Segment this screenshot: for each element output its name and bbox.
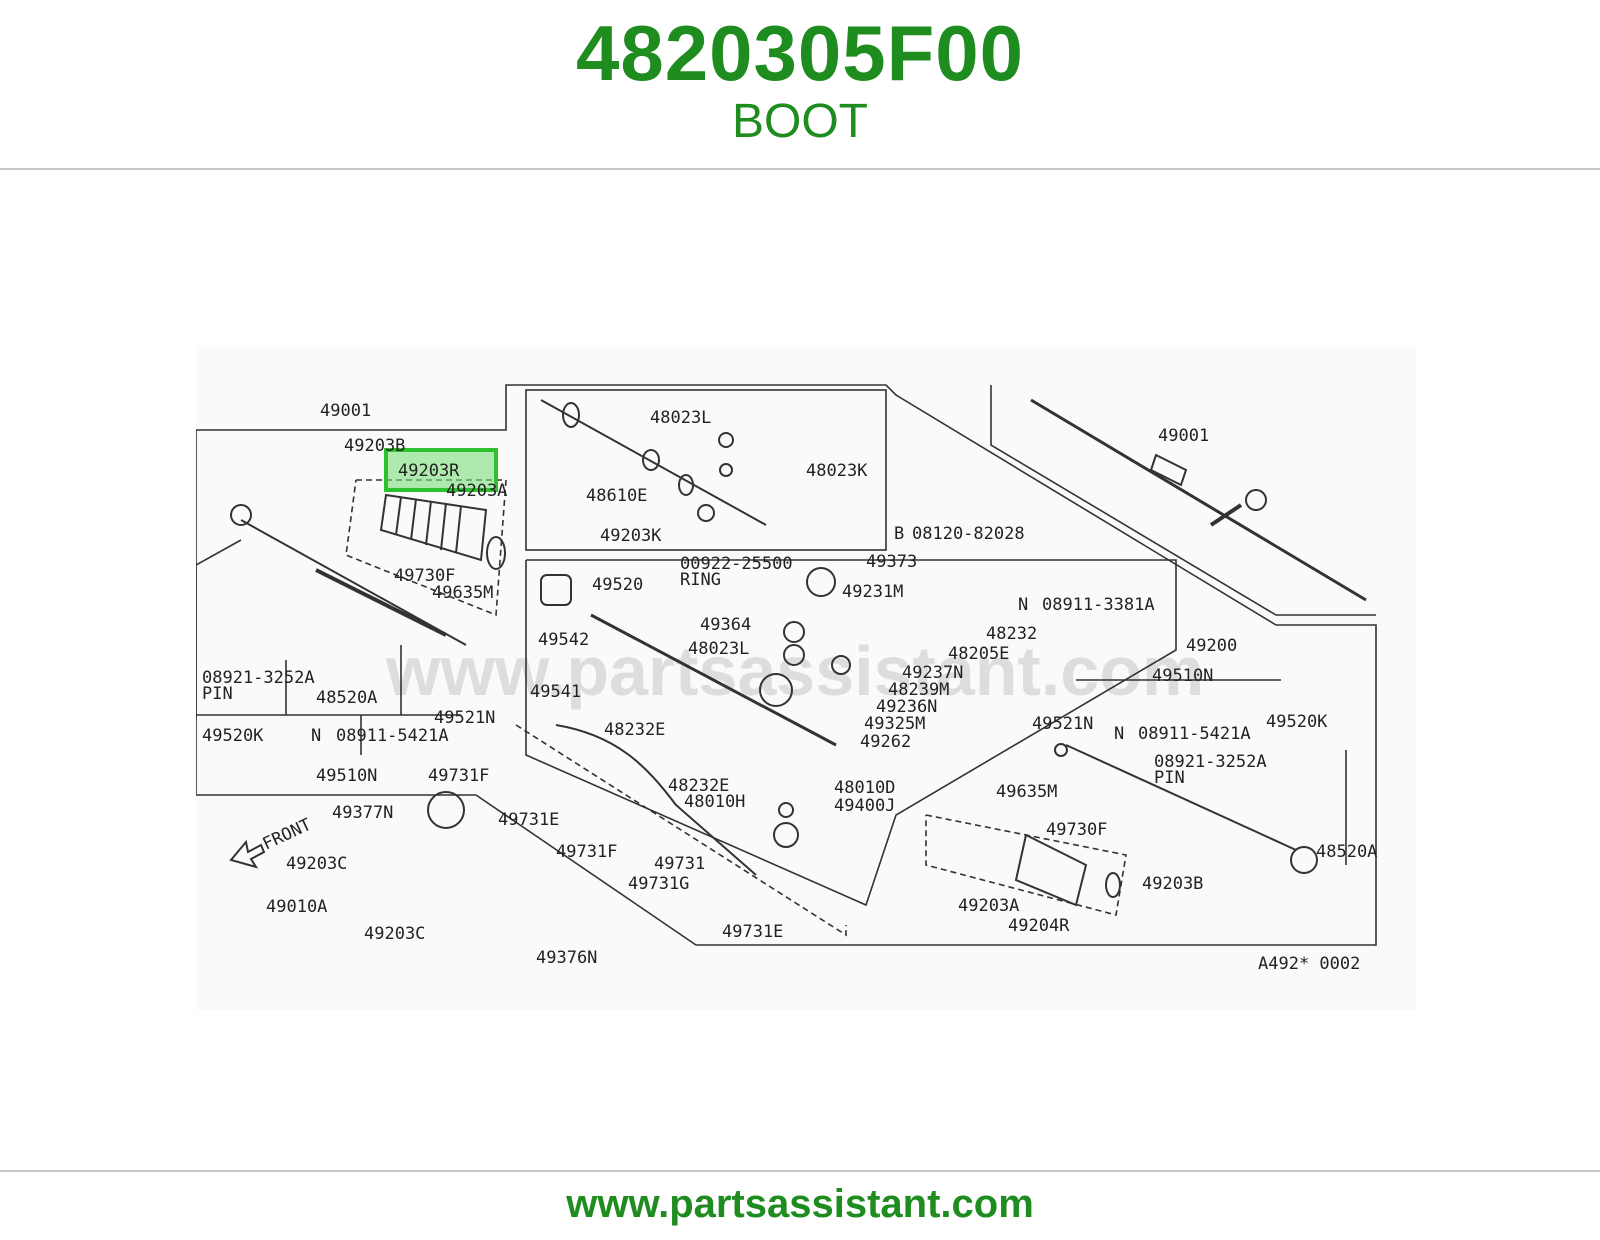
callout-label[interactable]: 49520K xyxy=(1266,712,1328,732)
callout-label[interactable]: 48520A xyxy=(316,688,377,708)
callout-label[interactable]: 49231M xyxy=(842,582,903,602)
callout-label[interactable]: 49510N xyxy=(1152,666,1213,686)
callout-label[interactable]: 49400J xyxy=(834,796,895,816)
callout-label[interactable]: 49237N xyxy=(902,663,963,683)
inset-detail-box xyxy=(525,389,887,551)
callout-label[interactable]: 48239M xyxy=(888,680,949,700)
callout-label[interactable]: 49001 xyxy=(1158,426,1209,446)
callout-label[interactable]: 49731 xyxy=(654,854,705,874)
callout-label[interactable]: 48023K xyxy=(806,461,868,481)
callout-label[interactable]: 49730F xyxy=(1046,820,1107,840)
left-boot xyxy=(379,493,506,570)
watermark-text: www.partsassistant.com xyxy=(385,632,1204,710)
callout-label[interactable]: 49520K xyxy=(202,726,264,746)
callout-label[interactable]: 48520A xyxy=(1316,842,1377,862)
part-number-title: 4820305F00 xyxy=(575,9,1025,97)
page-header: 4820305F00 BOOT xyxy=(0,0,1600,170)
callout-label[interactable]: 49203A xyxy=(446,481,507,501)
callout-label[interactable]: 49510N xyxy=(316,766,377,786)
callout-label[interactable]: 08911-3381A xyxy=(1042,595,1155,615)
callout-label[interactable]: 49520 xyxy=(592,575,643,595)
diagram-code: A492* 0002 xyxy=(1258,954,1360,974)
callout-label: PIN xyxy=(1154,768,1185,788)
callout-label[interactable]: 49262 xyxy=(860,732,911,752)
callout-label[interactable]: 49731E xyxy=(722,922,783,942)
callout-label: N xyxy=(1018,595,1028,615)
callout-label[interactable]: 49236N xyxy=(876,697,937,717)
callout-label[interactable]: 08921-3252A xyxy=(1154,752,1267,772)
callout-label[interactable]: 49376N xyxy=(536,948,597,968)
callout-label: B xyxy=(894,524,904,544)
callout-label: PIN xyxy=(202,684,233,704)
callout-labels: 49001 49203B 49203R 49203A 49730F 49635M… xyxy=(202,401,1377,974)
parts-diagram: www.partsassistant.com xyxy=(195,345,1416,1010)
callout-label: RING xyxy=(680,570,721,590)
callout-label[interactable]: 48010H xyxy=(684,792,745,812)
callout-label[interactable]: 00922-25500 xyxy=(680,554,793,574)
callout-label[interactable]: 49377N xyxy=(332,803,393,823)
callout-label[interactable]: 48010D xyxy=(834,778,895,798)
callout-label[interactable]: 49200 xyxy=(1186,636,1237,656)
right-boot-subframe xyxy=(925,814,1127,916)
header-divider xyxy=(0,168,1600,170)
callout-label[interactable]: 49001 xyxy=(320,401,371,421)
part-name-subtitle: BOOT xyxy=(731,95,868,148)
callout-label[interactable]: 08120-82028 xyxy=(912,524,1025,544)
callout-label: N xyxy=(311,726,321,746)
right-tie-rod-assembly xyxy=(1014,743,1318,907)
callout-label[interactable]: 49731E xyxy=(498,810,559,830)
callout-label[interactable]: 48610E xyxy=(586,486,647,506)
callout-label[interactable]: 49635M xyxy=(432,583,493,603)
parts-diagram-svg: www.partsassistant.com xyxy=(195,384,1377,974)
callout-label[interactable]: 49010A xyxy=(266,897,327,917)
callout-label[interactable]: 48205E xyxy=(948,644,1009,664)
callout-label[interactable]: 49203B xyxy=(344,436,405,456)
left-tie-rod xyxy=(230,504,467,646)
upper-rack-frame xyxy=(990,385,1376,616)
footer-url[interactable]: www.partsassistant.com xyxy=(566,1182,1034,1226)
callout-label[interactable]: 49521N xyxy=(1032,714,1093,734)
callout-label[interactable]: 49203A xyxy=(958,896,1019,916)
callout-label[interactable]: 49373 xyxy=(866,552,917,572)
callout-label[interactable]: 49731F xyxy=(428,766,489,786)
callout-label[interactable]: 48023L xyxy=(650,408,711,428)
callout-label[interactable]: 49203C xyxy=(286,854,347,874)
complete-rack-assembly xyxy=(1030,398,1367,602)
callout-label[interactable]: 08921-3252A xyxy=(202,668,315,688)
highlight-box[interactable] xyxy=(384,448,498,492)
callout-label[interactable]: 49204R xyxy=(1008,916,1070,936)
inset-rack-part xyxy=(540,399,767,526)
callout-label[interactable]: 48232 xyxy=(986,624,1037,644)
steering-gear-body xyxy=(427,567,851,876)
callout-label[interactable]: 49635M xyxy=(996,782,1057,802)
callout-label[interactable]: 49731G xyxy=(628,874,689,894)
callout-label[interactable]: 49203K xyxy=(600,526,662,546)
callout-label[interactable]: 49203B xyxy=(1142,874,1203,894)
callout-label[interactable]: 49542 xyxy=(538,630,589,650)
callout-label[interactable]: 49325M xyxy=(864,714,925,734)
gear-housing-frame xyxy=(525,559,1177,907)
callout-label: N xyxy=(1114,724,1124,744)
assembly-outline-frame xyxy=(195,384,1377,946)
callout-label[interactable]: 08911-5421A xyxy=(336,726,449,746)
leader-line xyxy=(195,539,242,566)
tube-dashed-line xyxy=(515,724,847,937)
callout-label[interactable]: 48232E xyxy=(668,776,729,796)
callout-label-highlighted[interactable]: 49203R xyxy=(398,461,460,481)
callout-label[interactable]: 08911-5421A xyxy=(1138,724,1251,744)
footer-divider xyxy=(0,1170,1600,1172)
callout-label[interactable]: 49364 xyxy=(700,615,751,635)
front-label: FRONT xyxy=(260,815,315,855)
front-arrow-icon xyxy=(229,839,266,869)
callout-label[interactable]: 49521N xyxy=(434,708,495,728)
callout-label[interactable]: 48232E xyxy=(604,720,665,740)
callout-label[interactable]: 49541 xyxy=(530,682,581,702)
callout-label[interactable]: 49730F xyxy=(394,566,455,586)
callout-label[interactable]: 49203C xyxy=(364,924,425,944)
callout-label[interactable]: 48023L xyxy=(688,639,749,659)
callout-label[interactable]: 49731F xyxy=(556,842,617,862)
